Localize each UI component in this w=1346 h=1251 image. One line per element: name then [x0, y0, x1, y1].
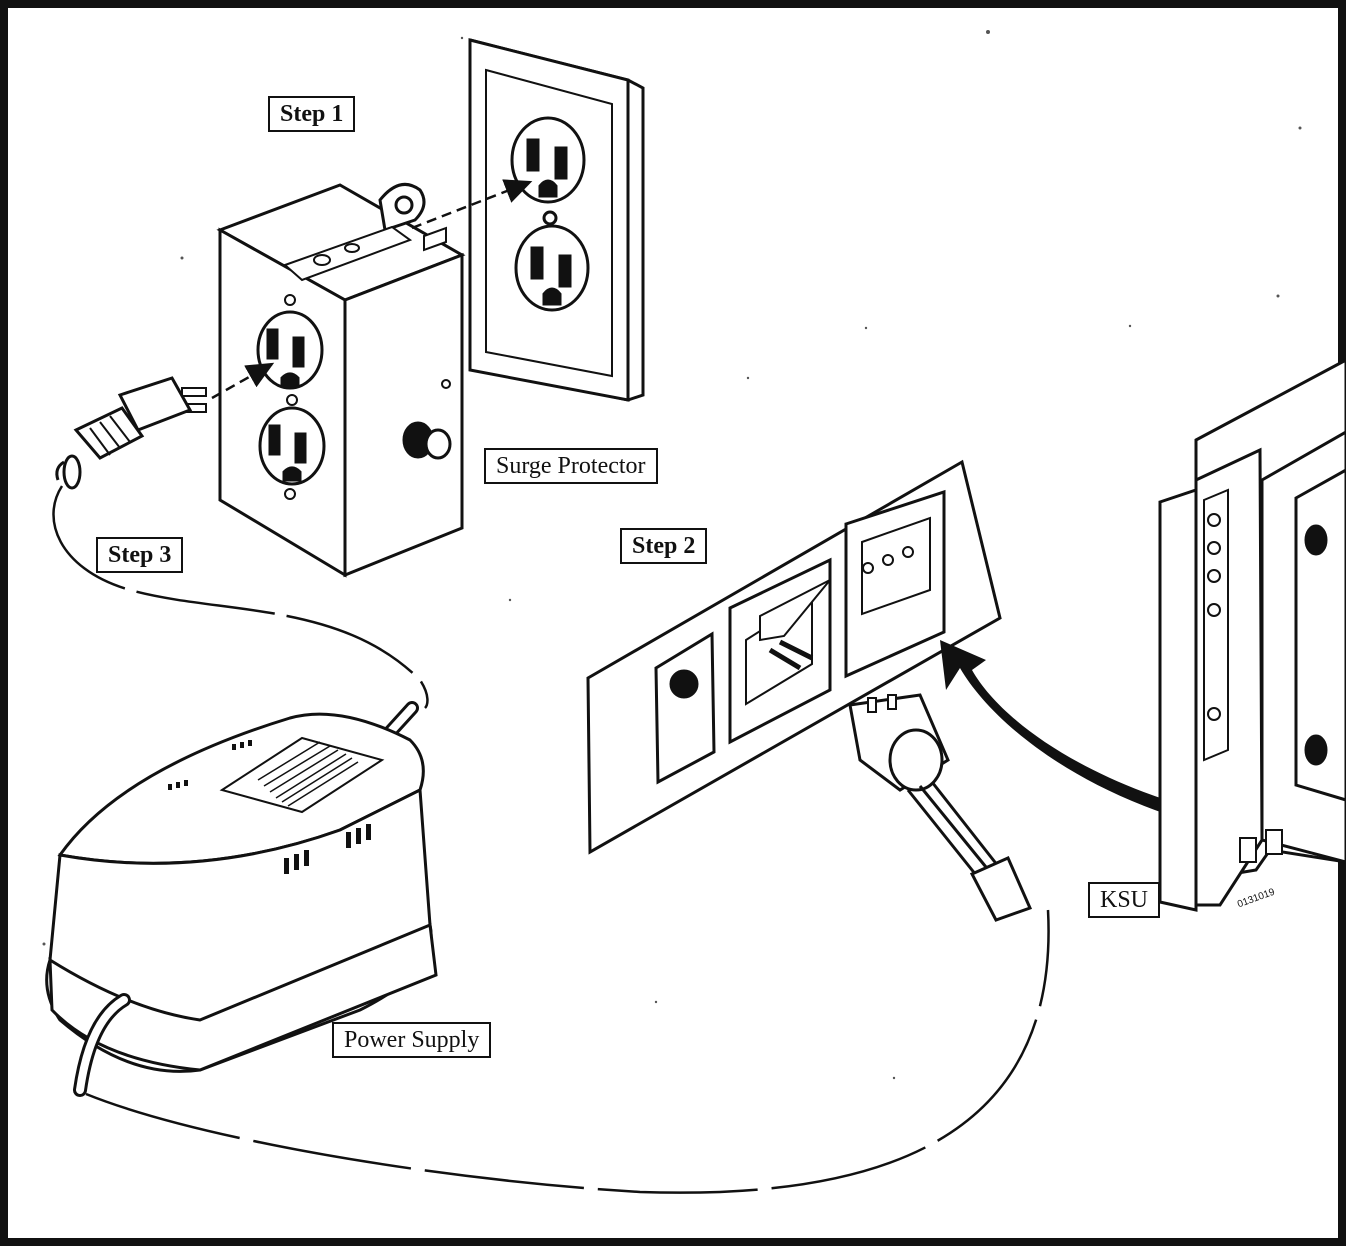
ksu-label: KSU: [1088, 882, 1161, 918]
step3-label: Step 3: [96, 537, 184, 573]
ac-plug: [55, 376, 207, 490]
step1-label: Step 1: [268, 96, 356, 132]
power-supply-label: Power Supply: [332, 1022, 492, 1058]
ksu-panel-detail: [586, 459, 1002, 855]
power-supply: [45, 701, 438, 1097]
step2-label: Step 2: [620, 528, 708, 564]
surge-protector: [216, 182, 466, 578]
surge-protector-label: Surge Protector: [484, 448, 658, 484]
wall-outlet: [468, 38, 645, 402]
ac-cord: [52, 485, 429, 709]
scan-specks: [42, 30, 1302, 1080]
step3-arrow: [211, 362, 275, 400]
step1-arrow: [411, 179, 533, 230]
dc-cord: [85, 909, 1050, 1194]
power-connector: [848, 693, 1033, 922]
ksu-cabinet: [1158, 358, 1346, 912]
